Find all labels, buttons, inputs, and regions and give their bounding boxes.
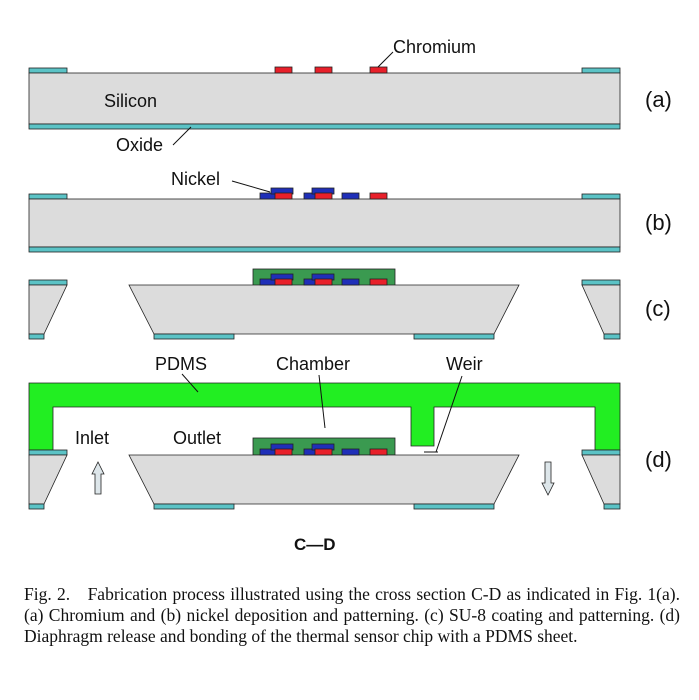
oxide-bottom (153, 503, 235, 510)
silicon-left (28, 284, 68, 335)
oxide-top-left (28, 67, 68, 74)
inlet-arrow-icon (91, 461, 105, 495)
chamber-leader (318, 374, 326, 429)
oxide-top-left (28, 279, 68, 286)
chromium-pad (369, 448, 388, 456)
chromium-pad (274, 66, 293, 74)
chromium-pad (314, 278, 333, 286)
section-label: C—D (294, 535, 336, 554)
step-a: Chromium Silicon Oxide (a) (28, 37, 672, 155)
chromium-pad (369, 66, 388, 74)
inlet-label: Inlet (75, 428, 109, 448)
silicon-right (581, 454, 621, 505)
oxide-leader (172, 126, 192, 146)
oxide-top-right (581, 67, 621, 74)
pdms-label: PDMS (155, 354, 207, 374)
oxide-bottom (28, 503, 45, 510)
step-b: Nickel (b) (28, 169, 672, 253)
outlet-label: Outlet (173, 428, 221, 448)
step-c: (c) (28, 268, 671, 340)
silicon-left (28, 454, 68, 505)
silicon-right (581, 284, 621, 335)
nickel-pad (341, 192, 360, 200)
oxide-bottom (413, 333, 495, 340)
nickel-pad (341, 278, 360, 286)
chamber-label: Chamber (276, 354, 350, 374)
nickel-pad (341, 448, 360, 456)
weir-label: Weir (446, 354, 483, 374)
chromium-leader (377, 51, 394, 68)
oxide-label: Oxide (116, 135, 163, 155)
silicon-wafer (28, 72, 621, 125)
oxide-top-right (581, 279, 621, 286)
silicon-center (128, 454, 520, 505)
nickel-leader (231, 180, 271, 193)
weir-leader (435, 375, 463, 453)
panel-label-d: (d) (645, 447, 672, 472)
oxide-top-right (581, 193, 621, 200)
oxide-bottom (28, 333, 45, 340)
figure-caption: Fig. 2. Fabrication process illustrated … (24, 584, 680, 646)
chromium-pad (314, 192, 333, 200)
chromium-pad (274, 278, 293, 286)
fabrication-figure: Chromium Silicon Oxide (a) Nickel (b) (28, 37, 672, 554)
chromium-pad (369, 192, 388, 200)
oxide-bottom (153, 333, 235, 340)
chromium-pad (274, 192, 293, 200)
chromium-label: Chromium (393, 37, 476, 57)
outlet-arrow-icon (541, 461, 555, 496)
pdms-leader (181, 373, 199, 393)
silicon-center (128, 284, 520, 335)
panel-label-c: (c) (645, 296, 671, 321)
panel-label-b: (b) (645, 210, 672, 235)
oxide-top-right (581, 449, 621, 456)
oxide-bottom (603, 503, 621, 510)
chromium-pad (274, 448, 293, 456)
panel-label-a: (a) (645, 87, 672, 112)
chromium-pad (314, 66, 333, 74)
oxide-top-left (28, 193, 68, 200)
nickel-label: Nickel (171, 169, 220, 189)
chromium-pad (369, 278, 388, 286)
chromium-pad (314, 448, 333, 456)
silicon-wafer (28, 198, 621, 248)
silicon-label: Silicon (104, 91, 157, 111)
oxide-bottom (28, 123, 621, 130)
oxide-top-left (28, 449, 68, 456)
step-d: PDMS Chamber Weir Inlet Outlet (d) (28, 354, 672, 510)
oxide-bottom (413, 503, 495, 510)
oxide-bottom (28, 246, 621, 253)
oxide-bottom (603, 333, 621, 340)
